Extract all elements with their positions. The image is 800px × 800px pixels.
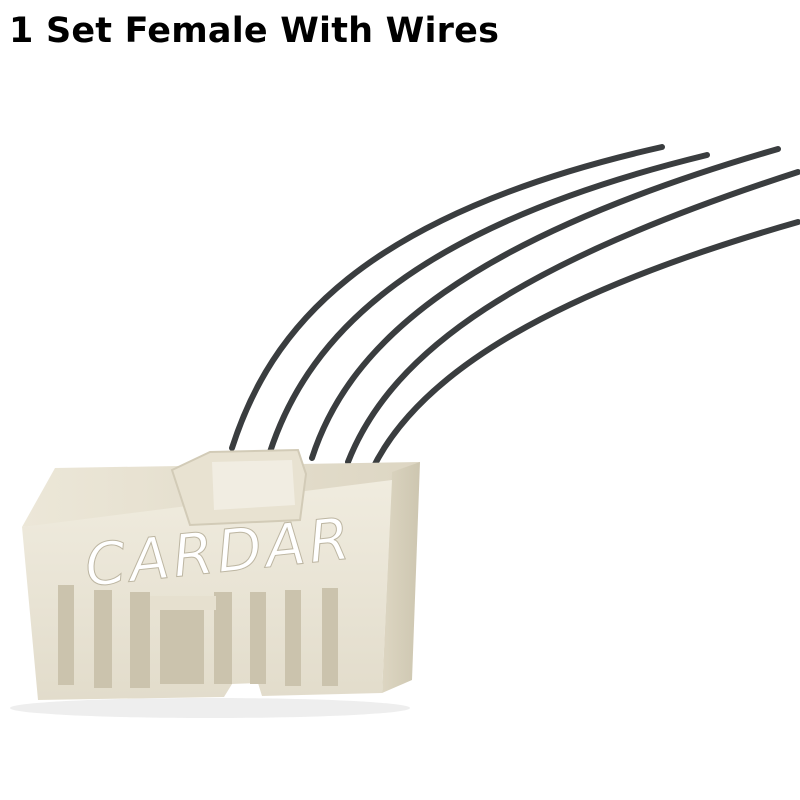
wire bbox=[267, 152, 710, 455]
wire bbox=[229, 144, 665, 451]
wire bbox=[369, 219, 800, 473]
wire bbox=[345, 169, 800, 465]
wire-bundle bbox=[229, 144, 800, 473]
wire bbox=[309, 146, 781, 461]
page-title: 1 Set Female With Wires bbox=[9, 11, 500, 51]
terminal-slots bbox=[58, 585, 338, 688]
connector-housing bbox=[10, 448, 420, 718]
